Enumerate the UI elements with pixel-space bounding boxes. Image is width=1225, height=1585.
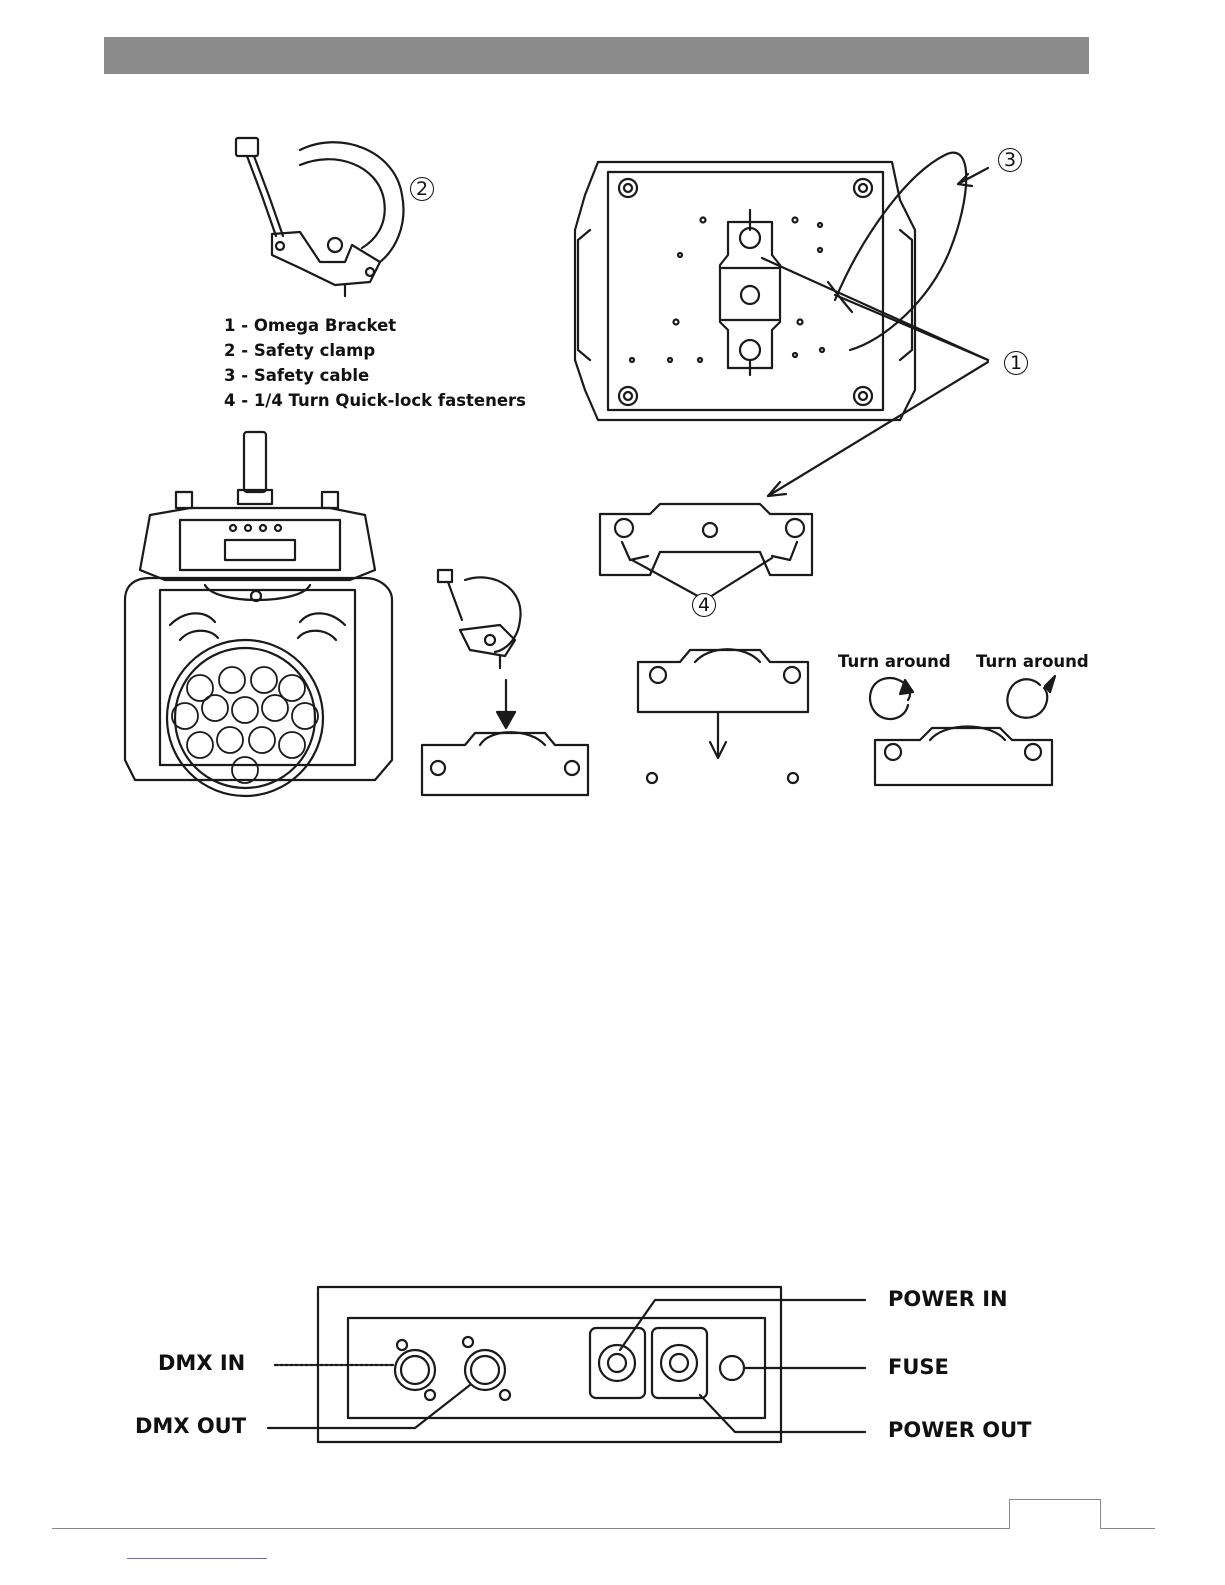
page-number-tab [1009,1499,1101,1529]
callout-3: 3 [998,148,1022,172]
moving-head-illustration [125,432,392,796]
callout-4: 4 [692,593,716,617]
fuse-label: FUSE [888,1355,949,1379]
footer-rule-end [1100,1528,1155,1529]
turn-around-left-label: Turn around [838,652,951,671]
callout-1: 1 [1004,351,1028,375]
callout-2: 2 [410,177,434,201]
legend-item: 1 - Omega Bracket [224,313,526,338]
bottom-link-rule [127,1558,267,1559]
power-in-label: POWER IN [888,1287,1008,1311]
clamp-attach-illustration [422,570,588,795]
turn-around-illustration [870,676,1055,785]
connector-panel-illustration [268,1287,865,1442]
legend-item: 2 - Safety clamp [224,338,526,363]
dmx-in-label: DMX IN [158,1351,245,1375]
legend-item: 4 - 1/4 Turn Quick-lock fasteners [224,388,526,413]
footer-rule [52,1528,1010,1529]
parts-legend: 1 - Omega Bracket 2 - Safety clamp 3 - S… [224,313,526,413]
fasteners-removal-illustration [638,649,808,783]
safety-clamp-illustration [236,138,403,296]
power-out-label: POWER OUT [888,1418,1031,1442]
dmx-out-label: DMX OUT [135,1414,246,1438]
fixture-base-illustration [575,153,988,496]
omega-bracket-detail-illustration [600,504,812,600]
legend-item: 3 - Safety cable [224,363,526,388]
turn-around-right-label: Turn around [976,652,1089,671]
